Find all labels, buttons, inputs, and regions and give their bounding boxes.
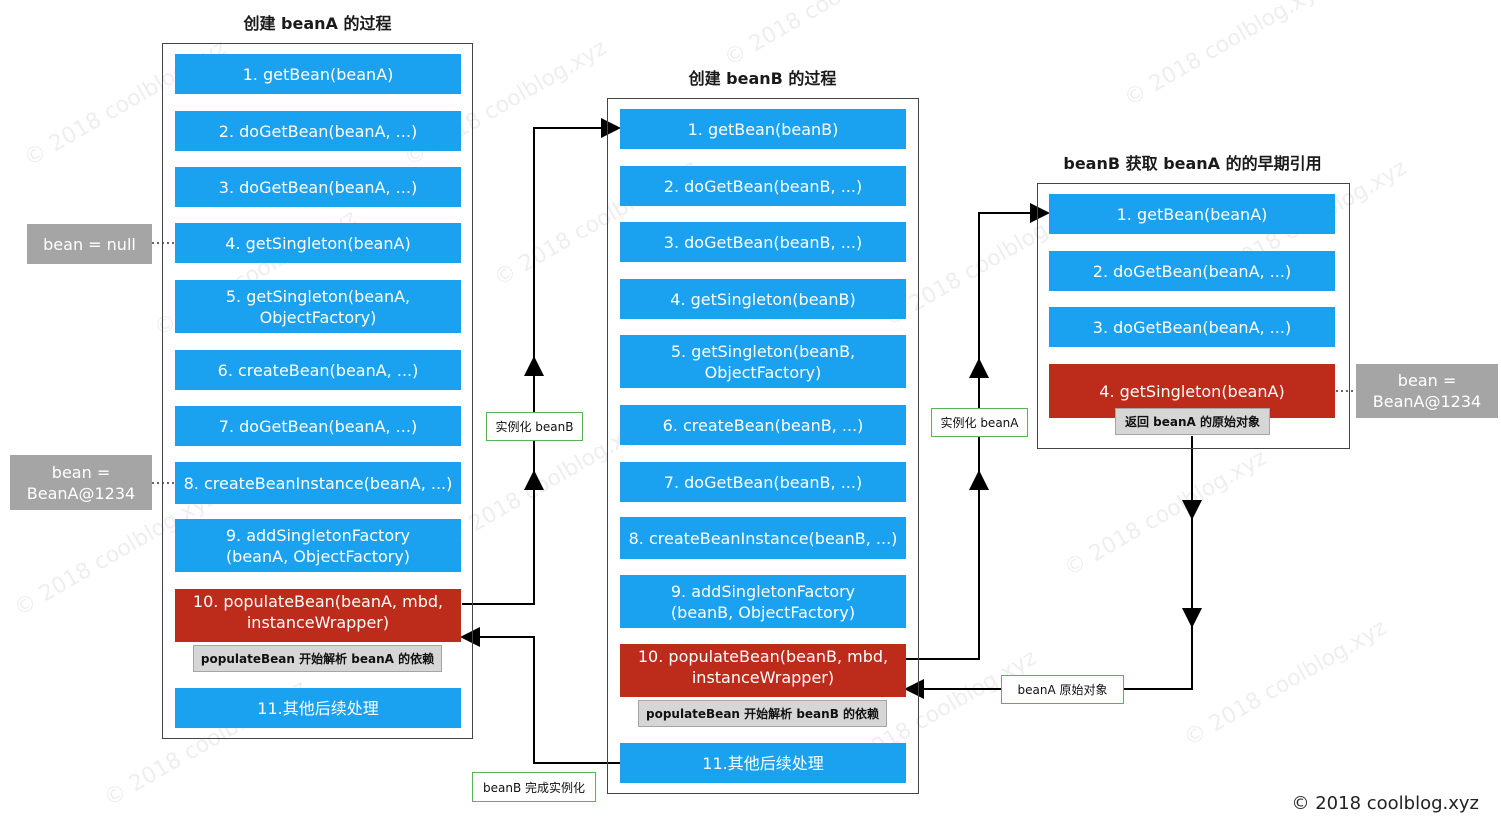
panel-frame-early-ref (1037, 183, 1350, 449)
arrow-to-beanB-getbean (462, 118, 621, 605)
beanB-step-7: 7. doGetBean(beanB, ...) (620, 462, 906, 502)
beanA-step-8: 8. createBeanInstance(beanA, ...) (175, 462, 461, 504)
early-step-1: 1. getBean(beanA) (1049, 194, 1335, 234)
panel-title-beanB: 创建 beanB 的过程 (688, 69, 837, 88)
beanB-step-9: 9. addSingletonFactory (beanB, ObjectFac… (620, 575, 906, 628)
beanA-step-3: 3. doGetBean(beanA, ...) (175, 167, 461, 207)
label-bean-beanA-left: bean = BeanA@1234 (10, 455, 152, 510)
edge-label-beanB-done: beanB 完成实例化 (472, 772, 596, 802)
edge-label-instantiate-beanB: 实例化 beanB (486, 412, 583, 441)
beanB-step-8: 8. createBeanInstance(beanB, ...) (620, 517, 906, 559)
beanB-step-1: 1. getBean(beanB) (620, 109, 906, 149)
beanA-step-1: 1. getBean(beanA) (175, 54, 461, 94)
label-bean-null: bean = null (27, 224, 152, 264)
beanA-step-2: 2. doGetBean(beanA, ...) (175, 111, 461, 151)
beanA-step-6: 6. createBean(beanA, ...) (175, 350, 461, 390)
early-step-3: 3. doGetBean(beanA, ...) (1049, 307, 1335, 347)
beanA-step-7: 7. doGetBean(beanA, ...) (175, 406, 461, 446)
beanA-step-4: 4. getSingleton(beanA) (175, 223, 461, 263)
beanA-populate-note: populateBean 开始解析 beanA 的依赖 (193, 645, 442, 672)
arrow-beanB-done (460, 627, 620, 764)
beanB-step-3: 3. doGetBean(beanB, ...) (620, 222, 906, 262)
edge-label-instantiate-beanA: 实例化 beanA (931, 408, 1028, 437)
beanB-step-10: 10. populateBean(beanB, mbd, instanceWra… (620, 644, 906, 697)
panel-title-early-ref: beanB 获取 beanA 的的早期引用 (1063, 154, 1322, 173)
panel-title-beanA: 创建 beanA 的过程 (243, 14, 392, 33)
beanB-step-4: 4. getSingleton(beanB) (620, 279, 906, 319)
beanB-step-11: 11.其他后续处理 (620, 743, 906, 783)
beanA-step-5: 5. getSingleton(beanA, ObjectFactory) (175, 280, 461, 333)
arrow-return-raw-beanA (904, 436, 1193, 699)
beanB-step-5: 5. getSingleton(beanB, ObjectFactory) (620, 335, 906, 388)
label-bean-beanA-right: bean = BeanA@1234 (1356, 364, 1498, 418)
beanA-step-9: 9. addSingletonFactory (beanA, ObjectFac… (175, 519, 461, 572)
early-step-2: 2. doGetBean(beanA, ...) (1049, 251, 1335, 291)
edge-label-beanA-raw-object: beanA 原始对象 (1001, 675, 1124, 704)
early-step-4: 4. getSingleton(beanA) (1049, 364, 1335, 418)
beanA-step-11: 11.其他后续处理 (175, 688, 461, 728)
beanB-step-6: 6. createBean(beanB, ...) (620, 405, 906, 445)
panel-frame-beanA (162, 43, 473, 739)
early-return-note: 返回 beanA 的原始对象 (1115, 408, 1270, 435)
beanB-populate-note: populateBean 开始解析 beanB 的依赖 (638, 700, 887, 727)
panel-frame-beanB (607, 98, 919, 794)
beanB-step-2: 2. doGetBean(beanB, ...) (620, 166, 906, 206)
beanA-step-10: 10. populateBean(beanA, mbd, instanceWra… (175, 589, 461, 642)
copyright-text: © 2018 coolblog.xyz (1291, 793, 1479, 814)
